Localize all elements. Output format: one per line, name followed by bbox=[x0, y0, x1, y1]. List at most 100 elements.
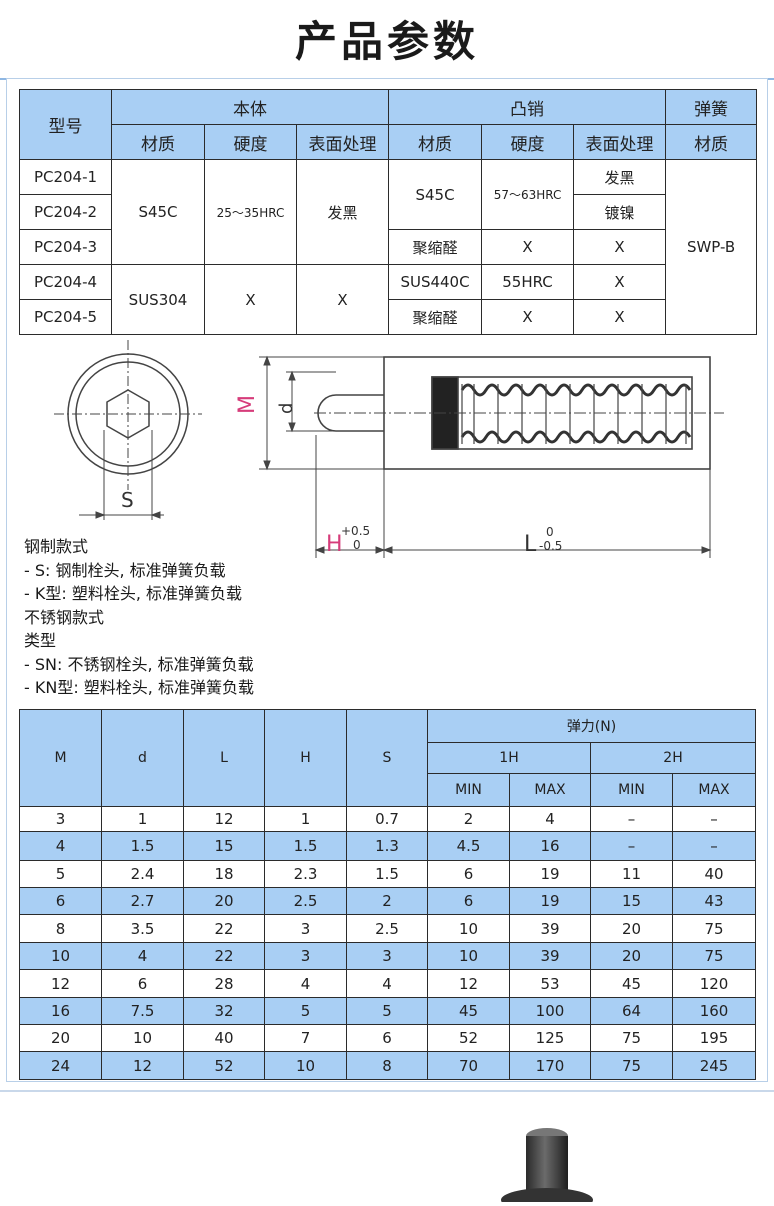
table-cell: 1.5 bbox=[264, 831, 347, 861]
model-cell: PC204-3 bbox=[19, 229, 112, 265]
table-cell: 43 bbox=[671, 887, 757, 915]
header-model: 型号 bbox=[19, 89, 112, 160]
pin-material-cell: S45C bbox=[388, 159, 483, 230]
table-cell: 52 bbox=[427, 1024, 510, 1052]
pin-surface-cell: X bbox=[573, 299, 667, 335]
table-cell: 1.3 bbox=[346, 831, 428, 861]
table-cell: 8 bbox=[346, 1051, 428, 1080]
table-cell: 1 bbox=[101, 806, 184, 832]
table-cell: 170 bbox=[509, 1051, 591, 1080]
table-cell: 16 bbox=[19, 997, 102, 1025]
pin-material-cell: SUS440C bbox=[388, 264, 483, 300]
table-cell: 3 bbox=[346, 942, 428, 970]
table-cell: 4 bbox=[264, 969, 347, 998]
table-cell: 12 bbox=[101, 1051, 184, 1080]
table-cell: 11 bbox=[590, 860, 673, 888]
pin-hardness-cell: X bbox=[481, 229, 575, 265]
technical-drawing: S bbox=[54, 340, 724, 558]
table-cell: 4 bbox=[509, 806, 591, 832]
table-cell: 39 bbox=[509, 914, 591, 943]
table-cell: 18 bbox=[183, 860, 265, 888]
table-cell: 10 bbox=[427, 914, 510, 943]
table-cell: 19 bbox=[509, 887, 591, 915]
header-pin: 凸销 bbox=[388, 89, 667, 125]
title-band: 产品参数 bbox=[0, 0, 774, 80]
body-material-cell: SUS304 bbox=[111, 264, 205, 335]
h-tolerance-upper: +0.5 bbox=[341, 524, 370, 538]
header-spring-material: 材质 bbox=[665, 124, 758, 160]
table-cell: 3 bbox=[264, 914, 347, 943]
table-cell: 20 bbox=[590, 942, 673, 970]
table-cell: – bbox=[590, 831, 673, 861]
table-cell: 20 bbox=[19, 1024, 102, 1052]
table-cell: 3 bbox=[264, 942, 347, 970]
note-line: - K型: 塑料栓头, 标准弹簧负载 bbox=[24, 584, 243, 603]
header-2h-max: MAX bbox=[671, 773, 757, 807]
spring-icon bbox=[460, 383, 692, 444]
table-cell: – bbox=[671, 806, 757, 832]
model-cell: PC204-4 bbox=[19, 264, 112, 300]
table-cell: 6 bbox=[346, 1024, 428, 1052]
table-cell: – bbox=[671, 831, 757, 861]
header-body-material: 材质 bbox=[111, 124, 205, 160]
header-body-surface: 表面处理 bbox=[295, 124, 390, 160]
table-cell: 75 bbox=[590, 1024, 673, 1052]
header-1h-min: MIN bbox=[427, 773, 510, 807]
page-title: 产品参数 bbox=[294, 17, 479, 66]
table-cell: 6 bbox=[427, 887, 510, 915]
table-cell: 22 bbox=[183, 914, 265, 943]
table-cell: 32 bbox=[183, 997, 265, 1025]
body-surface-cell: X bbox=[295, 264, 390, 335]
table-cell: 1.5 bbox=[346, 860, 428, 888]
table-cell: 6 bbox=[19, 887, 102, 915]
table-cell: 19 bbox=[509, 860, 591, 888]
table-cell: 24 bbox=[19, 1051, 102, 1080]
note-line: - KN型: 塑料栓头, 标准弹簧负载 bbox=[24, 678, 254, 697]
body-hardness-cell: X bbox=[204, 264, 297, 335]
header-s: S bbox=[346, 709, 428, 807]
table-cell: 22 bbox=[183, 942, 265, 970]
spring-material-cell: SWP-B bbox=[665, 159, 758, 335]
table-cell: 2.5 bbox=[264, 887, 347, 915]
dimension-label-d: d bbox=[276, 403, 297, 414]
pin-material-cell: 聚缩醛 bbox=[388, 229, 483, 265]
pin-hardness-cell: 55HRC bbox=[481, 264, 575, 300]
model-cell: PC204-5 bbox=[19, 299, 112, 335]
table-cell: 4 bbox=[101, 942, 184, 970]
table-cell: 5 bbox=[264, 997, 347, 1025]
header-1h: 1H bbox=[427, 742, 591, 774]
table-cell: 2.7 bbox=[101, 887, 184, 915]
table-cell: 12 bbox=[19, 969, 102, 998]
table-cell: 39 bbox=[509, 942, 591, 970]
note-line: - SN: 不锈钢栓头, 标准弹簧负载 bbox=[24, 654, 254, 674]
header-h: H bbox=[264, 709, 347, 807]
table-cell: 1.5 bbox=[101, 831, 184, 861]
table-cell: 28 bbox=[183, 969, 265, 998]
note-line: 不锈钢款式 bbox=[24, 607, 105, 627]
table-cell: 15 bbox=[183, 831, 265, 861]
table-cell: 6 bbox=[427, 860, 510, 888]
table-cell: 2.4 bbox=[101, 860, 184, 888]
table-cell: 6 bbox=[101, 969, 184, 998]
table-cell: 195 bbox=[671, 1024, 757, 1052]
table-cell: 15 bbox=[590, 887, 673, 915]
table-cell: 160 bbox=[671, 997, 757, 1025]
table-cell: 2 bbox=[427, 806, 510, 832]
table-cell: 10 bbox=[19, 942, 102, 970]
h-tolerance-lower: 0 bbox=[353, 538, 361, 552]
dimension-label-s: S bbox=[121, 488, 134, 512]
header-spring-force: 弹力(N) bbox=[426, 709, 757, 743]
table-cell: 0.7 bbox=[346, 806, 428, 832]
table-cell: 2.5 bbox=[346, 914, 428, 943]
pin-hardness-cell: X bbox=[481, 299, 575, 335]
l-tolerance-upper: 0 bbox=[546, 525, 554, 539]
l-tolerance-lower: -0.5 bbox=[539, 539, 562, 553]
table-cell: 125 bbox=[509, 1024, 591, 1052]
